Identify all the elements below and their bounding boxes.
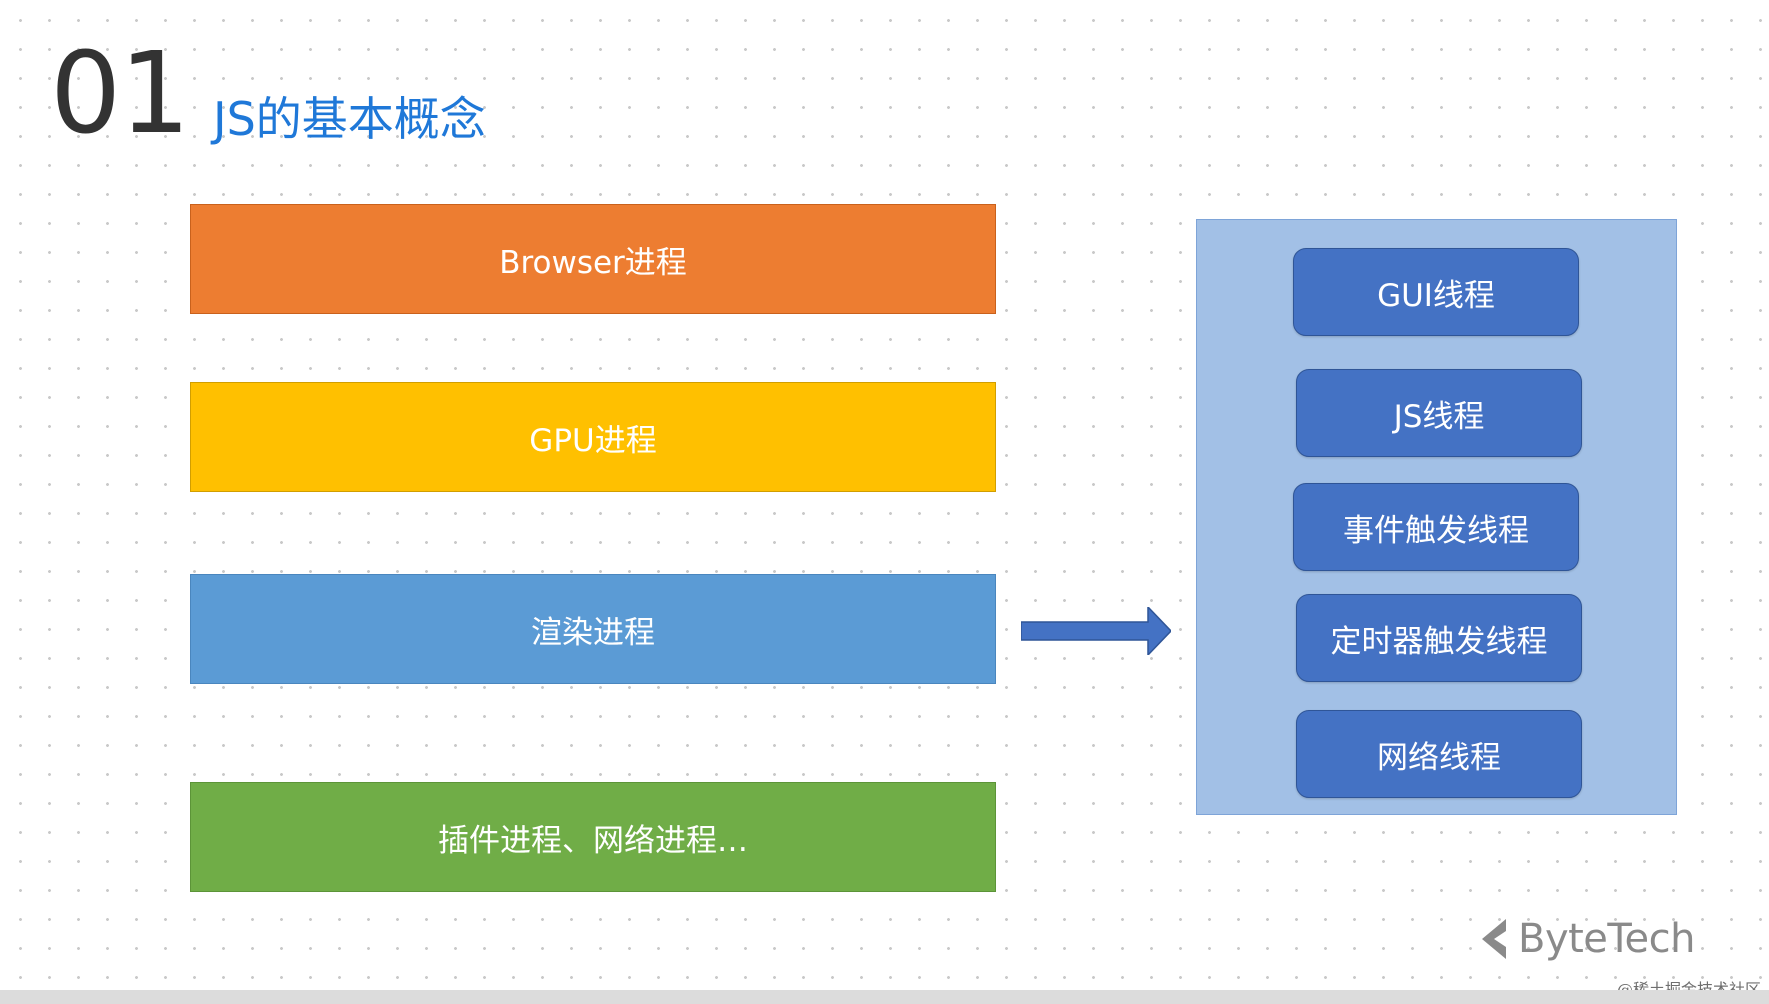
bottom-bar bbox=[0, 990, 1769, 1004]
brand-name: ByteTech bbox=[1518, 916, 1696, 962]
timer-trigger-thread-box: 定时器触发线程 bbox=[1296, 594, 1582, 682]
section-number: 01 bbox=[50, 29, 191, 159]
browser-process-box: Browser进程 bbox=[190, 204, 996, 314]
gui-thread-box: GUI线程 bbox=[1293, 248, 1579, 336]
bytetech-brand: ByteTech bbox=[1482, 916, 1696, 962]
js-thread-box: JS线程 bbox=[1296, 369, 1582, 457]
bytetech-logo-icon bbox=[1482, 919, 1506, 959]
gpu-process-box: GPU进程 bbox=[190, 382, 996, 492]
right-arrow-icon bbox=[1021, 607, 1171, 655]
network-thread-box: 网络线程 bbox=[1296, 710, 1582, 798]
page-title: JS的基本概念 bbox=[213, 92, 486, 146]
event-trigger-thread-box: 事件触发线程 bbox=[1293, 483, 1579, 571]
renderer-process-box: 渲染进程 bbox=[190, 574, 996, 684]
plugin-network-process-box: 插件进程、网络进程… bbox=[190, 782, 996, 892]
